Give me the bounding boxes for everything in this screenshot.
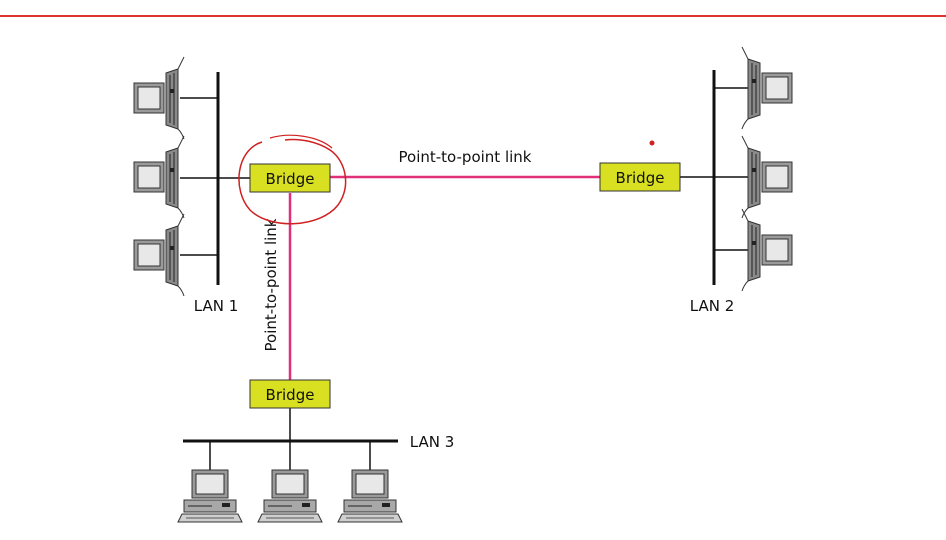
lan2-label: LAN 2 bbox=[690, 297, 735, 315]
bridge-2-label: Bridge bbox=[616, 169, 665, 187]
lan1-computer-icon-1 bbox=[133, 56, 185, 140]
bridge-1-label: Bridge bbox=[266, 170, 315, 188]
bridge-3: Bridge bbox=[249, 379, 331, 409]
lan3-computer-icon-1 bbox=[177, 469, 243, 523]
lan2-computer-icon-3 bbox=[741, 208, 793, 292]
lan3-computer-icon-2 bbox=[257, 469, 323, 523]
bridge-2: Bridge bbox=[599, 162, 681, 192]
annotation-circle bbox=[238, 138, 347, 225]
link-vertical-label: Point-to-point link bbox=[262, 218, 280, 351]
lan1-computer-icon-3 bbox=[133, 213, 185, 297]
lan1-computer-icon-2 bbox=[133, 135, 185, 219]
lan2-computer-icon-2 bbox=[741, 135, 793, 219]
lan1-label: LAN 1 bbox=[194, 297, 239, 315]
header-rule bbox=[0, 15, 946, 17]
annotation-dot bbox=[649, 140, 655, 146]
bridge-1: Bridge bbox=[249, 163, 331, 193]
link-horizontal-label: Point-to-point link bbox=[399, 148, 532, 166]
lan3-label: LAN 3 bbox=[410, 433, 455, 451]
annotation-circle-tail bbox=[269, 134, 333, 149]
bridge-3-label: Bridge bbox=[266, 386, 315, 404]
lan3-computer-icon-3 bbox=[337, 469, 403, 523]
lan2-computer-icon-1 bbox=[741, 46, 793, 130]
